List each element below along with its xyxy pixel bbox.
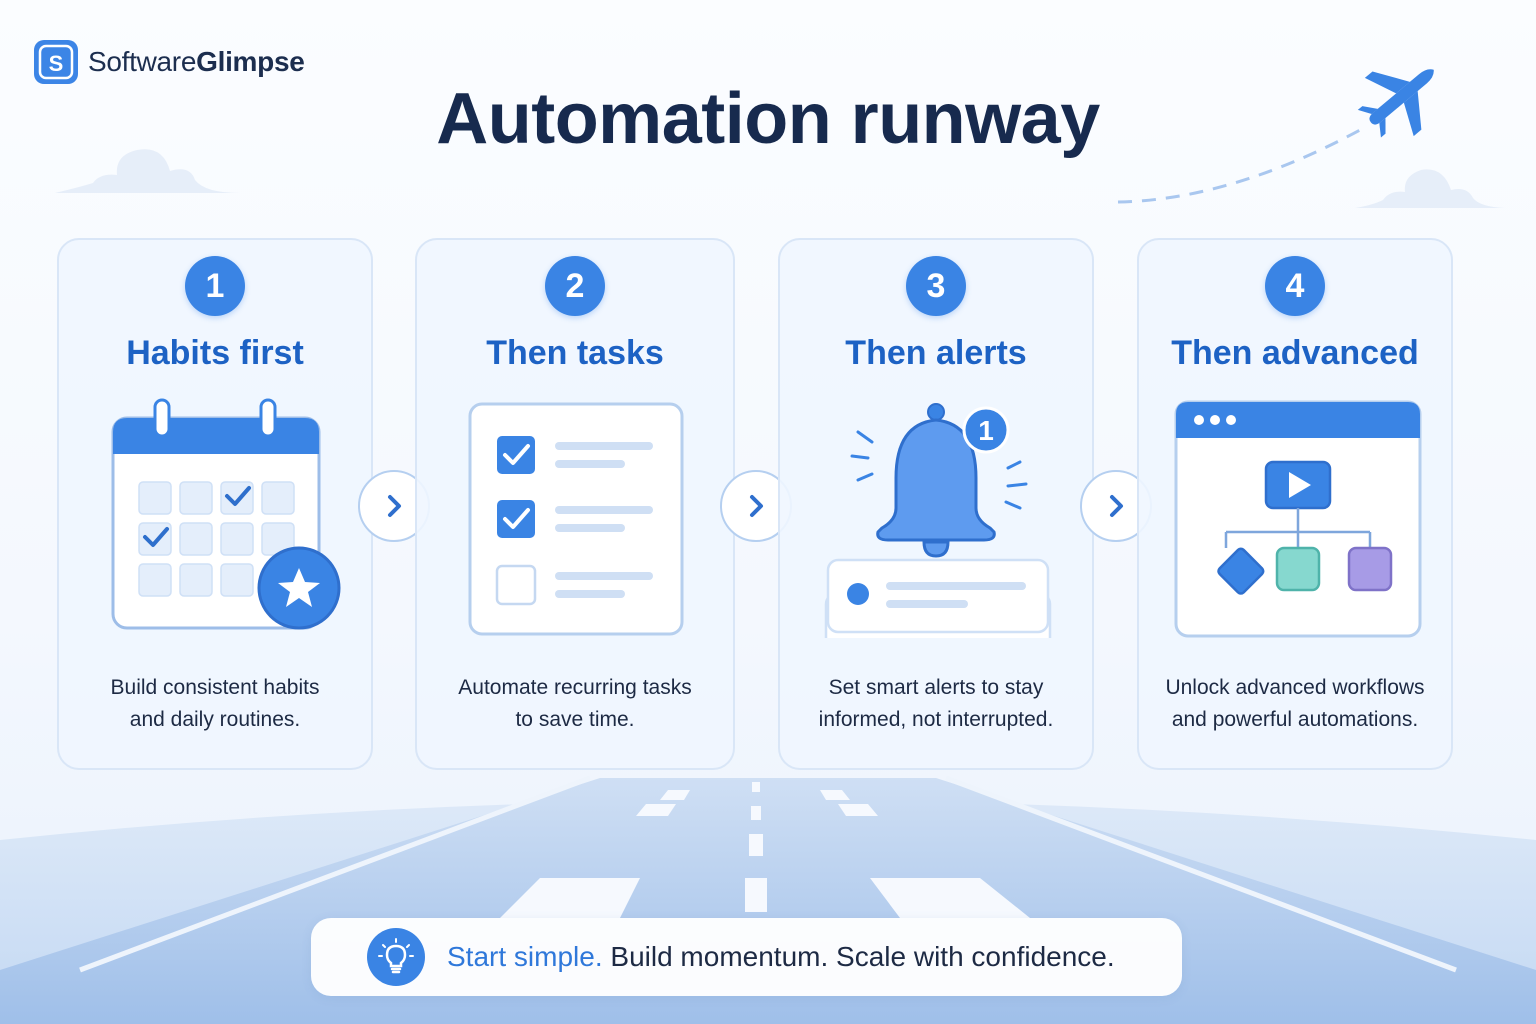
svg-text:S: S: [49, 51, 64, 76]
step-card-habits: 1 Habits first Build consistent habits a…: [57, 238, 373, 770]
step-heading: Habits first: [126, 334, 304, 372]
tagline-text: Start simple. Build momentum. Scale with…: [447, 941, 1115, 972]
cloud-icon: [1355, 169, 1505, 208]
step-card-advanced: 4 Then advanced Unlock advanced workflow…: [1137, 238, 1453, 770]
step-description: Set smart alerts to stay informed, not i…: [818, 676, 1054, 731]
page-title: Automation runway: [436, 79, 1100, 159]
step-heading: Then advanced: [1171, 334, 1419, 372]
lightbulb-icon: [367, 928, 425, 986]
step-heading: Then alerts: [845, 334, 1027, 372]
step-number-badge: 4: [1265, 256, 1325, 316]
step-card-alerts: 3 Then alerts 1 Set smart alerts to stay…: [778, 238, 1094, 770]
step-description: Automate recurring tasks to save time.: [458, 676, 692, 731]
logo-mark-icon: S: [34, 40, 78, 84]
checklist-icon: [468, 402, 684, 636]
step-card-tasks: 2 Then tasks Automate recurring tasks to…: [415, 238, 735, 770]
step-heading: Then tasks: [486, 334, 664, 372]
tagline-banner: Start simple. Build momentum. Scale with…: [311, 918, 1182, 996]
step-number-badge: 1: [185, 256, 245, 316]
notification-preview: [826, 558, 1050, 634]
step-number-badge: 2: [545, 256, 605, 316]
brand-name: SoftwareGlimpse: [88, 46, 305, 77]
step-number-badge: 3: [906, 256, 966, 316]
airplane-icon: [1117, 69, 1434, 204]
brand-logo: S SoftwareGlimpse: [34, 40, 305, 84]
svg-text:1: 1: [978, 415, 994, 446]
cloud-icon: [55, 149, 240, 193]
calendar-icon: [111, 398, 341, 630]
step-description: Unlock advanced workflows and powerful a…: [1165, 676, 1425, 731]
workflow-icon: [1174, 400, 1422, 638]
step-description: Build consistent habits and daily routin…: [110, 676, 320, 731]
